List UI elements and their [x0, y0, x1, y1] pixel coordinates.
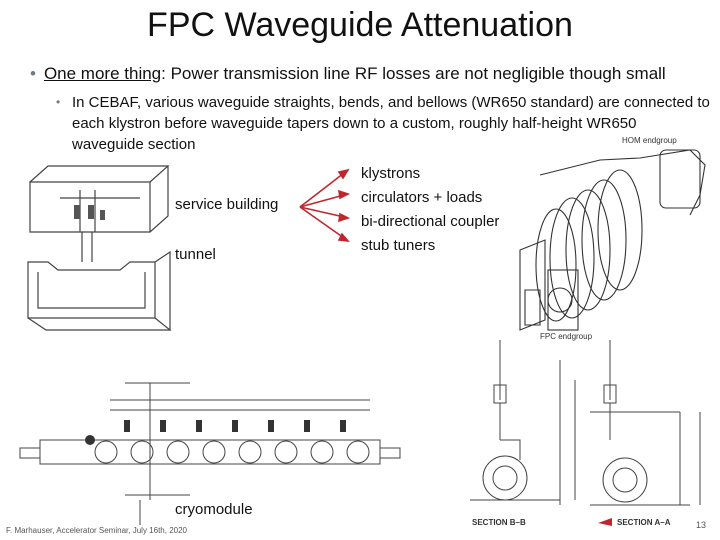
list-item: stub tuners: [361, 237, 436, 254]
red-arrows: [299, 168, 351, 243]
service-building-sketch: [27, 165, 172, 331]
list-item: bi-directional coupler: [361, 213, 500, 230]
tunnel-label: tunnel: [175, 246, 216, 263]
slide-title: FPC Waveguide Attenuation: [147, 6, 573, 44]
bullet-1-lead: One more thing: [43, 64, 162, 83]
fpc-endgroup-label: FPC endgroup: [540, 332, 593, 341]
page-number: 13: [696, 520, 707, 530]
service-building-label: service building: [175, 196, 279, 213]
component-list: klystrons circulators + loads bi-directi…: [361, 162, 499, 258]
bullet-2-text: In CEBAF, various waveguide straights, b…: [72, 94, 710, 153]
bullet-1-text: : Power transmission line RF losses are …: [161, 64, 666, 83]
bullet-1: • One more thing: Power transmission line…: [30, 64, 666, 84]
cryomodule-label: cryomodule: [175, 501, 253, 518]
section-aa-label: SECTION A–A: [617, 518, 671, 527]
section-aa-drawing: [590, 340, 701, 506]
endgroup-sketch: [519, 149, 706, 331]
footer-text: F. Marhauser, Accelerator Seminar, July …: [6, 526, 187, 535]
bullet-2: • In CEBAF, various waveguide straights,…: [56, 92, 712, 155]
section-bb-label: SECTION B–B: [472, 518, 526, 527]
list-item: klystrons: [361, 165, 421, 182]
list-item: circulators + loads: [361, 189, 483, 206]
cryomodule-drawing: [19, 382, 401, 525]
bullet-dot: •: [30, 64, 36, 83]
bullet-dot: •: [56, 95, 61, 109]
section-bb-drawing: [470, 340, 576, 505]
hom-endgroup-label: HOM endgroup: [622, 136, 677, 145]
cryomodule-cavities: [94, 440, 370, 464]
